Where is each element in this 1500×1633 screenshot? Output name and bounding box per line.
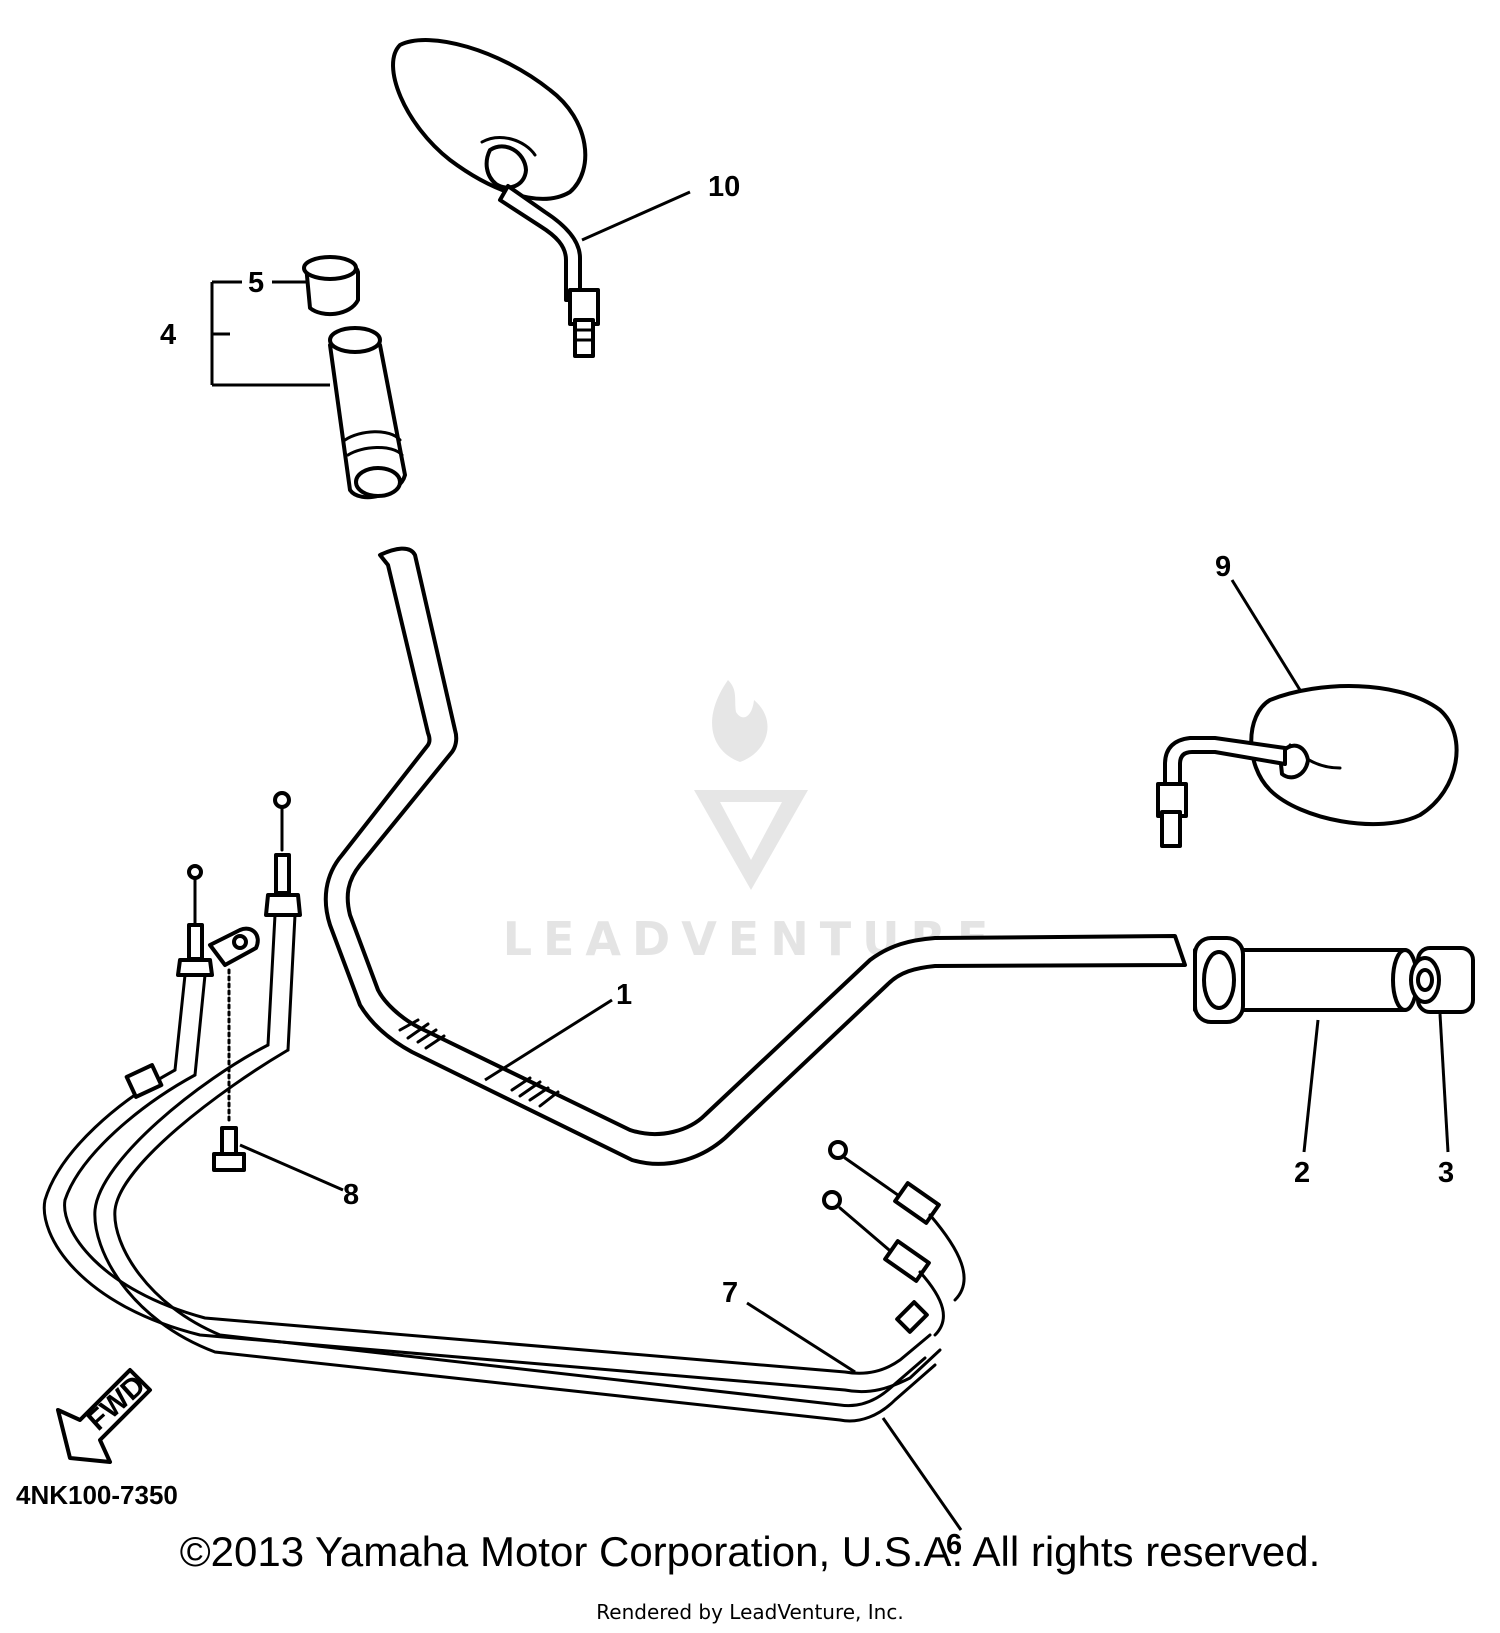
callout-10: 10: [708, 171, 740, 203]
callout-2: 2: [1294, 1157, 1310, 1189]
grip-end-cap: [302, 255, 360, 317]
callout-9: 9: [1215, 551, 1231, 583]
leader-lines: [210, 190, 1450, 1531]
copyright-notice: ©2013 Yamaha Motor Corporation, U.S.A. A…: [179, 1528, 1321, 1575]
rendered-by-notice: Rendered by LeadVenture, Inc.: [596, 1600, 904, 1624]
left-mirror: [391, 38, 600, 358]
left-grip: [328, 326, 407, 500]
bolt: [212, 968, 246, 1172]
watermark-flame-icon: [712, 680, 768, 762]
right-grip-end: [1409, 946, 1475, 1014]
cable-ends-right: [822, 1140, 966, 1337]
watermark-v-icon: [694, 790, 808, 890]
forward-arrow-icon: FWD: [56, 1368, 152, 1464]
callout-8: 8: [343, 1179, 359, 1211]
right-grip: [1193, 936, 1419, 1024]
callout-7: 7: [722, 1277, 738, 1309]
handlebar: [323, 546, 1187, 1166]
throttle-cable-lower: [93, 791, 937, 1423]
callout-4: 4: [160, 319, 176, 351]
callout-6: 6: [946, 1529, 962, 1561]
callout-1: 1: [616, 979, 632, 1011]
callouts: 10 5 4 9 1 2 3 8 7 6: [160, 171, 1454, 1561]
callout-3: 3: [1438, 1157, 1454, 1189]
watermark: LEADVENTURE: [503, 680, 988, 966]
part-code: 4NK100-7350: [16, 1480, 178, 1510]
cable-bracket: [208, 926, 260, 967]
throttle-cable-upper: [42, 864, 942, 1394]
callout-5: 5: [248, 267, 264, 299]
right-mirror: [1156, 684, 1459, 848]
